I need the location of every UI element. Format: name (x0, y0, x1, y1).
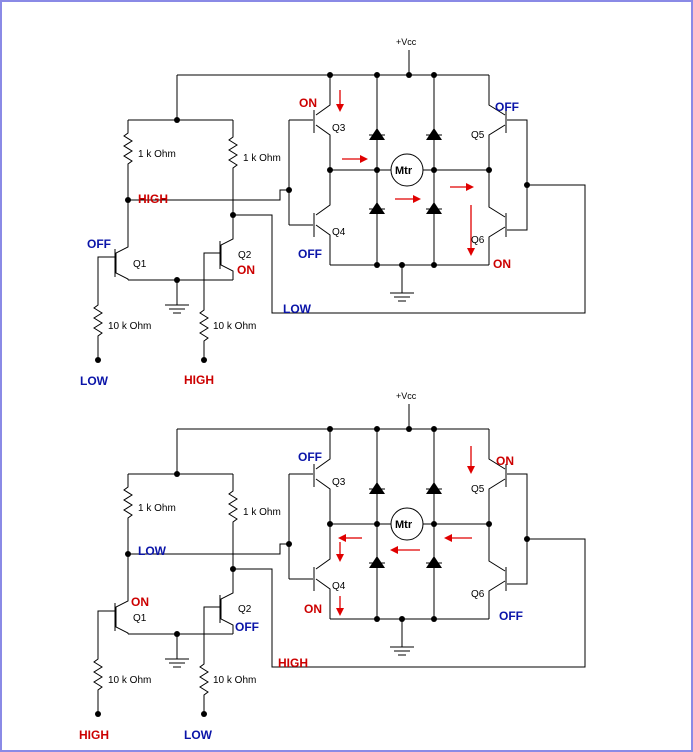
motor-label: Mtr (395, 519, 413, 531)
motor-2 (390, 507, 424, 541)
q1-state: OFF (87, 237, 111, 251)
resistor-10k-label: 10 k Ohm (108, 321, 151, 332)
input-right-label: LOW (184, 728, 213, 742)
node-state-label: HIGH (138, 192, 168, 206)
resistor-1k-label: 1 k Ohm (138, 503, 176, 514)
resistor-1k-label: 1 k Ohm (243, 153, 281, 164)
q3-state: OFF (298, 450, 322, 464)
input-left-label: HIGH (79, 728, 109, 742)
node-state-label: LOW (138, 544, 167, 558)
transistor-label: Q6 (471, 589, 485, 600)
node-state-label: LOW (283, 302, 312, 316)
current-arrows-2 (336, 446, 475, 616)
input-left-label: LOW (80, 374, 109, 388)
transistor-label: Q4 (332, 581, 346, 592)
resistor-10k-label: 10 k Ohm (213, 321, 256, 332)
q3-state: ON (299, 96, 317, 110)
node-state-label: HIGH (278, 656, 308, 670)
motor-label: Mtr (395, 165, 413, 177)
transistor-label: Q1 (133, 259, 147, 270)
diodes (369, 128, 442, 568)
q6-state: OFF (499, 609, 523, 623)
vcc-label: +Vcc (396, 37, 417, 47)
transistor-label: Q5 (471, 484, 485, 495)
resistor-1k-label: 1 k Ohm (243, 507, 281, 518)
q5-state: OFF (495, 100, 519, 114)
q2-state: OFF (235, 620, 259, 634)
input-right-label: HIGH (184, 373, 214, 387)
q5-state: ON (496, 454, 514, 468)
resistor-10k-label: 10 k Ohm (108, 675, 151, 686)
transistor-label: Q3 (332, 123, 346, 134)
current-arrows-1 (336, 90, 475, 256)
transistor-label: Q3 (332, 477, 346, 488)
transistor-label: Q4 (332, 227, 346, 238)
transistor-label: Q5 (471, 130, 485, 141)
q4-state: OFF (298, 247, 322, 261)
transistor-label: Q2 (238, 250, 252, 261)
q6-state: ON (493, 257, 511, 271)
q4-state: ON (304, 602, 322, 616)
vcc-label: +Vcc (396, 391, 417, 401)
q1-state: ON (131, 595, 149, 609)
transistor-label: Q6 (471, 235, 485, 246)
resistor-10k-label: 10 k Ohm (213, 675, 256, 686)
q2-state: ON (237, 263, 255, 277)
transistor-label: Q1 (133, 613, 147, 624)
resistor-1k-label: 1 k Ohm (138, 149, 176, 160)
motor-1 (390, 153, 424, 187)
transistor-label: Q2 (238, 604, 252, 615)
